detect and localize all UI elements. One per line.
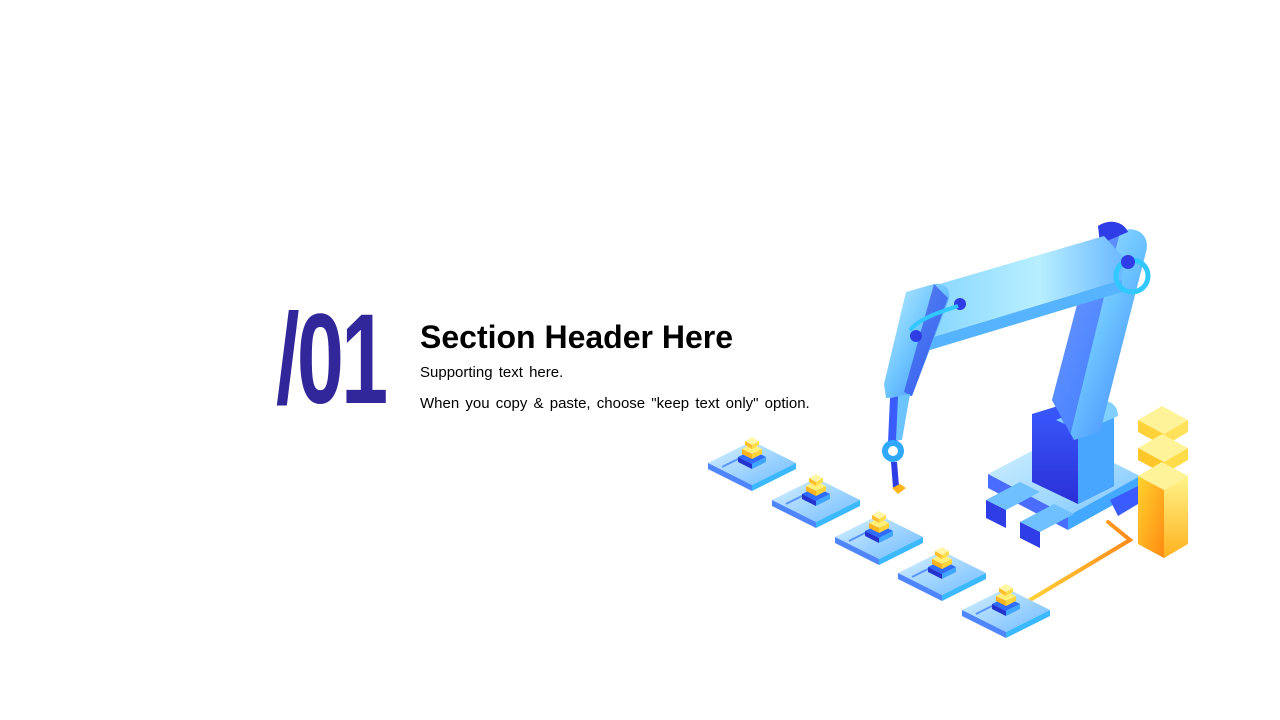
section-title: Section Header Here [420,319,734,355]
supporting-text: Supporting text here. [420,364,564,381]
robotic-arm-assembly-line-icon [707,221,1188,639]
text-block: Section Header Here Supporting text here… [420,316,820,414]
section-number: /01 [276,288,388,431]
body-text: When you copy & paste, choose "keep text… [420,395,810,412]
